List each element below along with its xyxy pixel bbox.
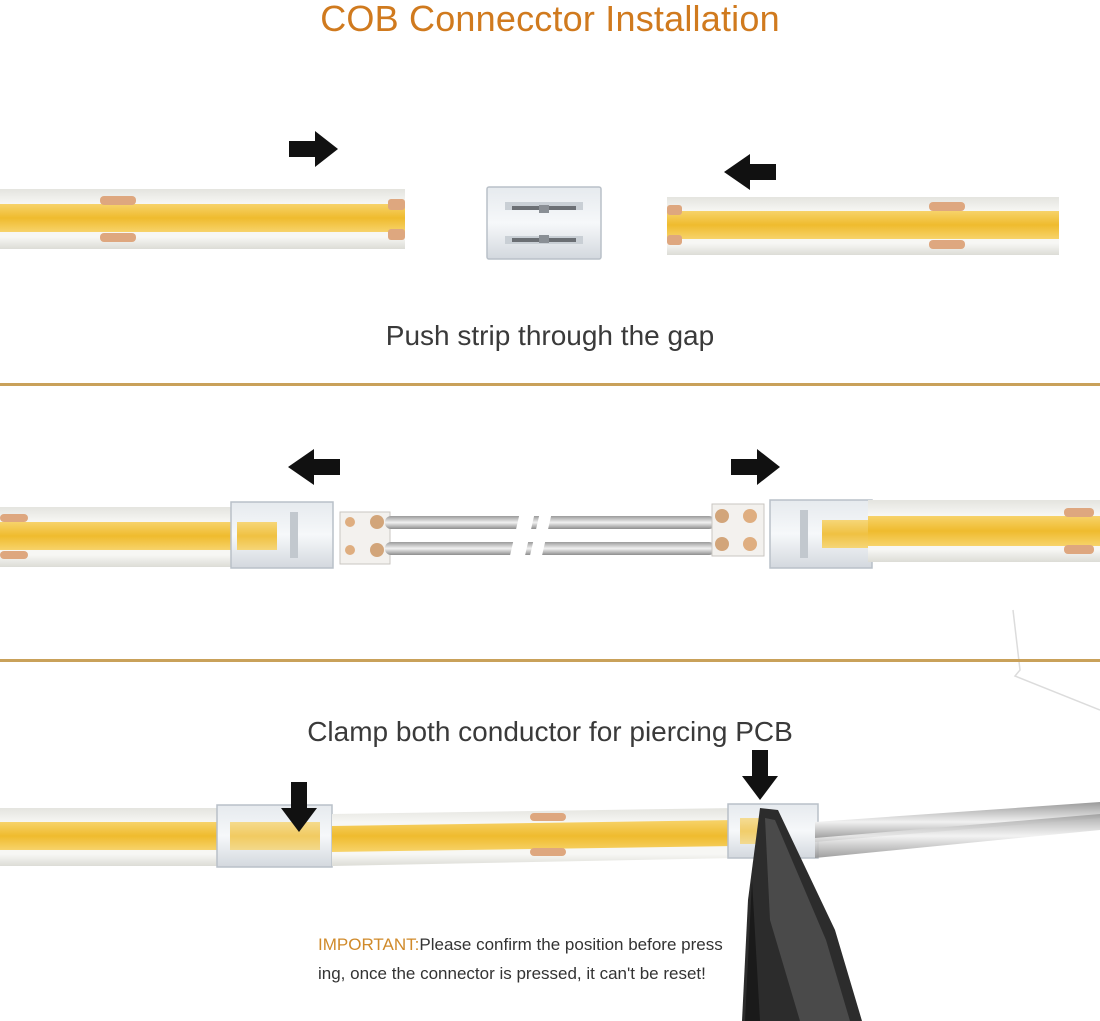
step2-illustration [0, 449, 1100, 711]
arrow-right-icon [289, 131, 338, 167]
note-label: IMPORTANT: [318, 935, 420, 954]
connector-clip-left [216, 804, 333, 868]
section-divider [0, 383, 1100, 386]
arrow-left-icon [288, 449, 340, 485]
section-divider [0, 659, 1100, 662]
wire-cable [385, 512, 715, 560]
step1-caption: Push strip through the gap [385, 320, 715, 351]
step3-caption: Clamp both conductor for piercing PCB [307, 716, 793, 747]
arrow-right-icon [731, 449, 780, 485]
led-strip-right [667, 197, 1059, 255]
page-title: COB Connecctor Installation [320, 0, 780, 39]
connector-clip [486, 186, 602, 260]
note-line1: Please confirm the position before press [419, 935, 723, 954]
arrow-left-icon [724, 154, 776, 190]
step3-illustration [0, 750, 1100, 1021]
led-strip-left [0, 189, 405, 249]
connector-clip-left [230, 501, 334, 569]
pliers-tool [742, 808, 862, 1021]
important-note: IMPORTANT:Please confirm the position be… [318, 930, 768, 988]
arrow-down-icon [281, 782, 317, 832]
step1-illustration [0, 131, 1059, 260]
arrow-down-icon [742, 750, 778, 800]
connector-clip-right [769, 499, 873, 569]
note-line2: ing, once the connector is pressed, it c… [318, 964, 706, 983]
